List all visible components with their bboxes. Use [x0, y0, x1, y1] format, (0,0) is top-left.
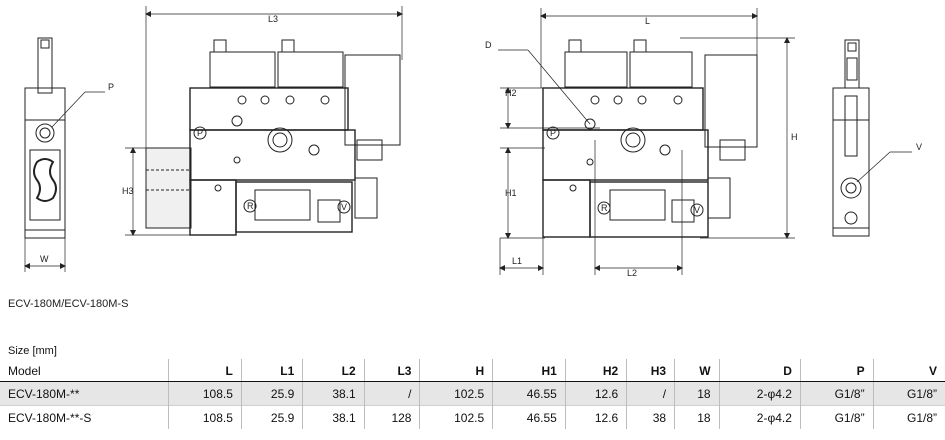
cell-w: 18: [674, 381, 720, 406]
cell-l2: 38.1: [302, 405, 365, 429]
header-d: D: [718, 359, 801, 382]
cell-v: G1/8”: [872, 405, 945, 429]
size-unit-label: Size [mm]: [8, 345, 57, 357]
cell-l3: 128: [363, 405, 420, 429]
dim-label-h3: H3: [122, 186, 134, 196]
cell-v: G1/8”: [872, 381, 945, 406]
cell-h: 102.5: [419, 381, 493, 406]
cell-h1: 46.55: [492, 381, 566, 406]
cell-model: ECV-180M-**: [0, 381, 169, 406]
dimension-table: Model L L1 L2 L3 H H1 H2 H3 W D P V ECV-…: [0, 359, 945, 429]
cell-l1: 25.9: [240, 381, 303, 406]
dim-label-h2: H2: [505, 88, 517, 98]
cell-l3: /: [363, 381, 420, 406]
technical-drawing: W P: [24, 6, 922, 278]
cell-h: 102.5: [419, 405, 493, 429]
cell-l: 108.5: [168, 405, 242, 429]
cell-l1: 25.9: [240, 405, 303, 429]
header-h2: H2: [564, 359, 627, 382]
dim-label-l: L: [645, 16, 650, 26]
dim-label-w: W: [40, 254, 49, 264]
cell-h3: /: [626, 381, 675, 406]
cell-p: G1/8”: [799, 405, 874, 429]
header-l3: L3: [363, 359, 420, 382]
dim-label-h: H: [791, 132, 798, 142]
cell-h3: 38: [626, 405, 675, 429]
cell-model: ECV-180M-**-S: [0, 405, 169, 429]
dim-label-v: V: [916, 142, 922, 152]
header-h1: H1: [492, 359, 566, 382]
front-view-s: [125, 6, 403, 236]
header-l: L: [168, 359, 242, 382]
cell-w: 18: [674, 405, 720, 429]
header-v: V: [872, 359, 945, 382]
figure-caption: ECV-180M/ECV-180M-S: [8, 298, 129, 310]
cell-l2: 38.1: [302, 381, 365, 406]
side-view-right: [832, 39, 912, 237]
port-mark-r-std: R: [601, 203, 608, 213]
header-p: P: [799, 359, 874, 382]
cell-h2: 12.6: [564, 381, 627, 406]
dim-label-l1: L1: [512, 256, 522, 266]
port-mark-v-std: V: [694, 205, 700, 215]
cell-p: G1/8”: [799, 381, 874, 406]
table-row: ECV-180M-** 108.5 25.9 38.1 / 102.5 46.5…: [0, 381, 945, 406]
header-l2: L2: [302, 359, 365, 382]
front-view-standard: [498, 8, 795, 275]
dim-label-h1: H1: [505, 188, 517, 198]
dim-label-l3: L3: [268, 14, 278, 24]
dim-label-p: P: [108, 82, 114, 92]
dim-label-d: D: [485, 40, 492, 50]
header-w: W: [674, 359, 720, 382]
header-model: Model: [0, 359, 169, 382]
table-header-row: Model L L1 L2 L3 H H1 H2 H3 W D P V: [0, 359, 945, 382]
port-mark-p-front: P: [197, 128, 203, 138]
header-l1: L1: [240, 359, 303, 382]
cell-h1: 46.55: [492, 405, 566, 429]
side-view-left: [24, 37, 105, 272]
port-mark-v-front: V: [341, 202, 347, 212]
port-mark-p-std: P: [550, 128, 556, 138]
port-mark-r-front: R: [247, 201, 254, 211]
cell-d: 2-φ4.2: [718, 405, 801, 429]
header-h3: H3: [626, 359, 675, 382]
cell-h2: 12.6: [564, 405, 627, 429]
dim-label-l2: L2: [627, 268, 637, 278]
header-h: H: [419, 359, 493, 382]
table-row: ECV-180M-**-S 108.5 25.9 38.1 128 102.5 …: [0, 405, 945, 429]
cell-d: 2-φ4.2: [718, 381, 801, 406]
cell-l: 108.5: [168, 381, 242, 406]
